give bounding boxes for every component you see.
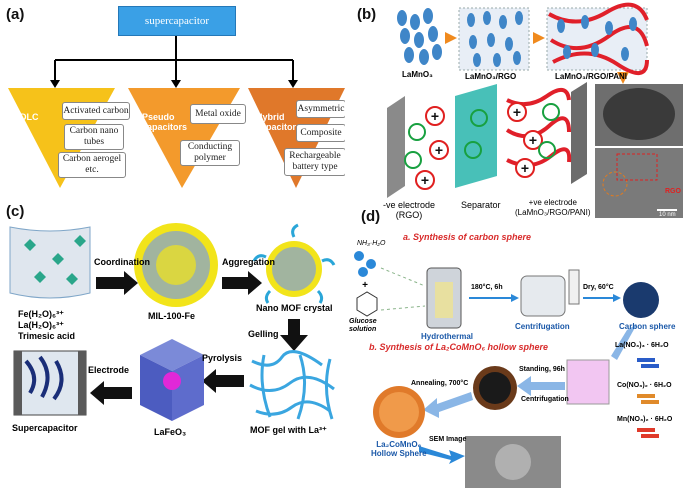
label-mil: MIL-100-Fe [148,311,196,321]
step-aggregation: Aggregation [222,257,275,267]
label-lafeo3: LaFeO₃ [154,427,187,437]
label-hydrothermal: Hydrothermal [421,332,474,341]
panel-b: +++ +++ (b) LaMnO₃ LaMnO₃/RGO LaMnO₃/RGO… [347,0,685,225]
pseudo-item-2: Conducting polymer [180,140,240,166]
label-supercapacitor: Supercapacitor [12,423,78,433]
svg-text:+: + [362,280,368,291]
label-centrifugation-2: Centrifugation [521,396,569,403]
panel-a-label: (a) [6,6,25,23]
panel-d: + (d) [345,210,685,489]
lamno3-particles [397,8,442,65]
panel-b-label: (b) [357,6,377,23]
supercapacitor-device [13,350,87,416]
pos-electrode [571,82,587,184]
root-supercapacitor-box: supercapacitor [118,6,236,36]
label-product: La₂CoMnO₆ Hollow Sphere [371,440,427,458]
panel-b-graphics: +++ +++ [387,2,683,218]
label-cond1: 180°C, 6h [471,284,503,291]
hybrid-item-1: Asymmetric [296,100,345,118]
panel-a: (a) supercapacitor EDLC Activated carbon… [0,0,345,200]
lafeo3-perovskite [140,339,204,421]
negative-ions [404,103,560,169]
positive-ions [415,102,543,190]
mixing-beaker [566,359,610,405]
reagent-co: Co(NO₃)₂ · 6H₂O [617,382,672,389]
reagent-mn: Mn(NO₃)₂ · 6H₂O [617,416,673,423]
legend-trimesic: Trimesic acid [18,331,76,341]
panel-d-graphics: + [354,251,659,488]
pseudo-title: Pseudo capacitors [142,112,188,132]
panel-d-label: (d) [361,210,381,225]
neg-electrode [387,96,405,198]
stage-pani-label: LaMnO₃/RGO/PANI [555,72,627,81]
tem-image-bottom [595,148,683,218]
step-electrode: Electrode [88,365,130,375]
tem-rgo-label: RGO [665,188,681,195]
label-dry: Dry, 60°C [583,284,614,291]
label-mof-gel: MOF gel with La³⁺ [250,425,327,435]
legend-la: La(H₂O)₆³⁺ [18,320,64,330]
edlc-item-3: Carbon aerogel etc. [58,152,126,178]
stage-lamno3-label: LaMnO₃ [402,70,433,79]
step-coordination: Coordination [94,257,150,267]
label-standing: Standing, 96h [519,366,565,373]
step-pyrolysis: Pyrolysis [202,353,243,363]
label-glucose: Glucose solution [349,318,377,333]
svg-text:+: + [521,160,529,176]
pseudo-triangle [128,88,240,188]
svg-text:+: + [529,132,537,148]
carbon-sphere [623,282,659,318]
title-carbon-sphere: a. Synthesis of carbon sphere [403,232,532,242]
label-nh3: NH₃·H₂O [357,240,386,247]
panel-c: (c) Fe(H₂O)₆³⁺ La(H₂O)₆³⁺ Trimesic acid … [0,205,345,489]
svg-text:+: + [421,172,429,188]
svg-text:+: + [435,142,443,158]
title-hollow-sphere: b. Synthesis of La₂CoMnO₆ hollow sphere [369,342,549,352]
hybrid-title: Hybrid capacitor [256,112,297,132]
separator-membrane [455,84,497,188]
panel-c-graphics [9,223,336,421]
mof-gel-network [249,350,335,420]
panel-c-label: (c) [6,205,25,220]
label-carbon-sphere: Carbon sphere [619,322,676,331]
svg-text:+: + [431,108,439,124]
legend-fe: Fe(H₂O)₆³⁺ [18,309,64,319]
hybrid-item-2: Composite [296,124,345,142]
edlc-item-2: Carbon nano tubes [64,124,124,150]
hybrid-item-3: Rechargeable battery type [284,148,345,176]
edlc-item-1: Activated carbon [62,102,130,120]
label-centrifugation: Centrifugation [515,322,570,331]
label-nano-mof: Nano MOF crystal [256,303,333,313]
neg-electrode-label: -ve electrode (RGO) [383,200,436,220]
label-sem: SEM Image [429,436,467,443]
pos-electrode-label: +ve electrode (LaMnO₃/RGO/PANI) [515,198,591,217]
edlc-title: EDLC [14,112,39,122]
svg-text:+: + [513,104,521,120]
label-annealing: Annealing, 700°C [411,380,469,387]
tem-scale-label: 10 nm [659,212,676,218]
centrifuge [520,275,566,317]
step-gelling: Gelling [248,329,279,339]
pseudo-item-1: Metal oxide [190,104,246,124]
glucose-molecule [356,291,378,317]
stage-rgo-label: LaMnO₃/RGO [465,72,517,81]
reagent-la: La(NO₃)₃ · 6H₂O [615,342,669,349]
separator-label: Separator [461,200,501,210]
